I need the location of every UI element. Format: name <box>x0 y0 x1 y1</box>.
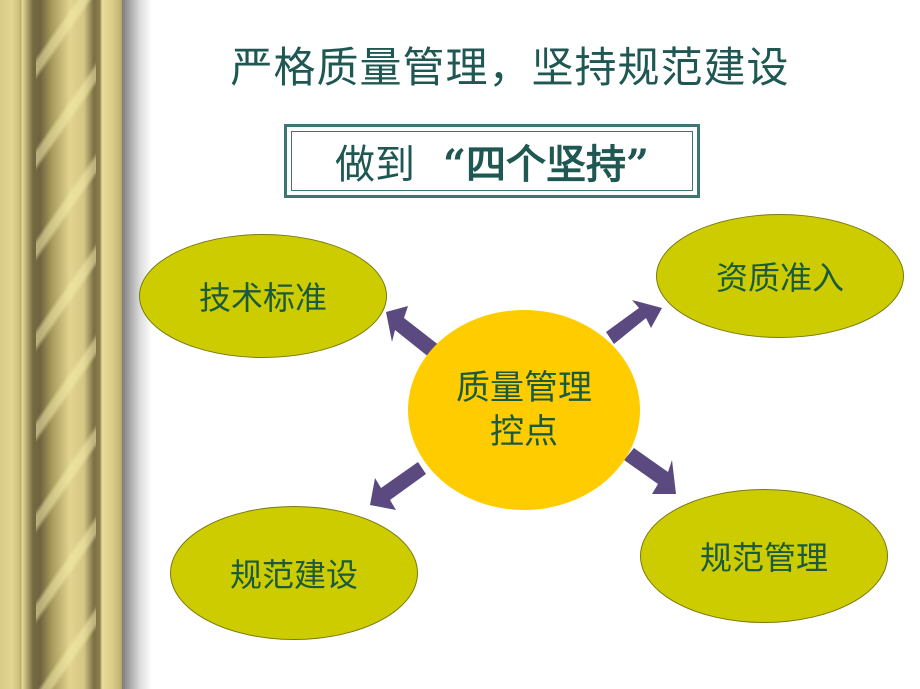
center-node: 质量管理 控点 <box>408 310 640 510</box>
node-bottom-right: 规范管理 <box>640 489 888 623</box>
node-bottom-left: 规范建设 <box>170 506 418 640</box>
subtitle-emphasis: “四个坚持” <box>442 141 649 188</box>
node-label: 规范建设 <box>229 556 358 594</box>
subtitle-box: 做到 “四个坚持” <box>284 124 700 198</box>
node-top-left: 技术标准 <box>139 234 387 358</box>
pillar-shadow <box>122 0 152 689</box>
node-label: 规范管理 <box>699 539 828 577</box>
center-label-line1: 质量管理 <box>456 368 592 408</box>
subtitle-prefix: 做到 <box>334 142 415 188</box>
subtitle-box-inner: 做到 “四个坚持” <box>291 131 693 191</box>
arrow-bottom-left-icon <box>370 462 426 510</box>
arrow-bottom-right-icon <box>624 448 676 494</box>
node-top-right: 资质准入 <box>656 214 904 338</box>
center-label-line2: 控点 <box>490 412 558 452</box>
arrow-top-right-icon <box>606 300 662 344</box>
node-label: 资质准入 <box>715 259 844 297</box>
node-label: 技术标准 <box>198 279 327 317</box>
slide-title: 严格质量管理，坚持规范建设 <box>230 43 790 92</box>
pillar-stripes <box>36 0 96 689</box>
